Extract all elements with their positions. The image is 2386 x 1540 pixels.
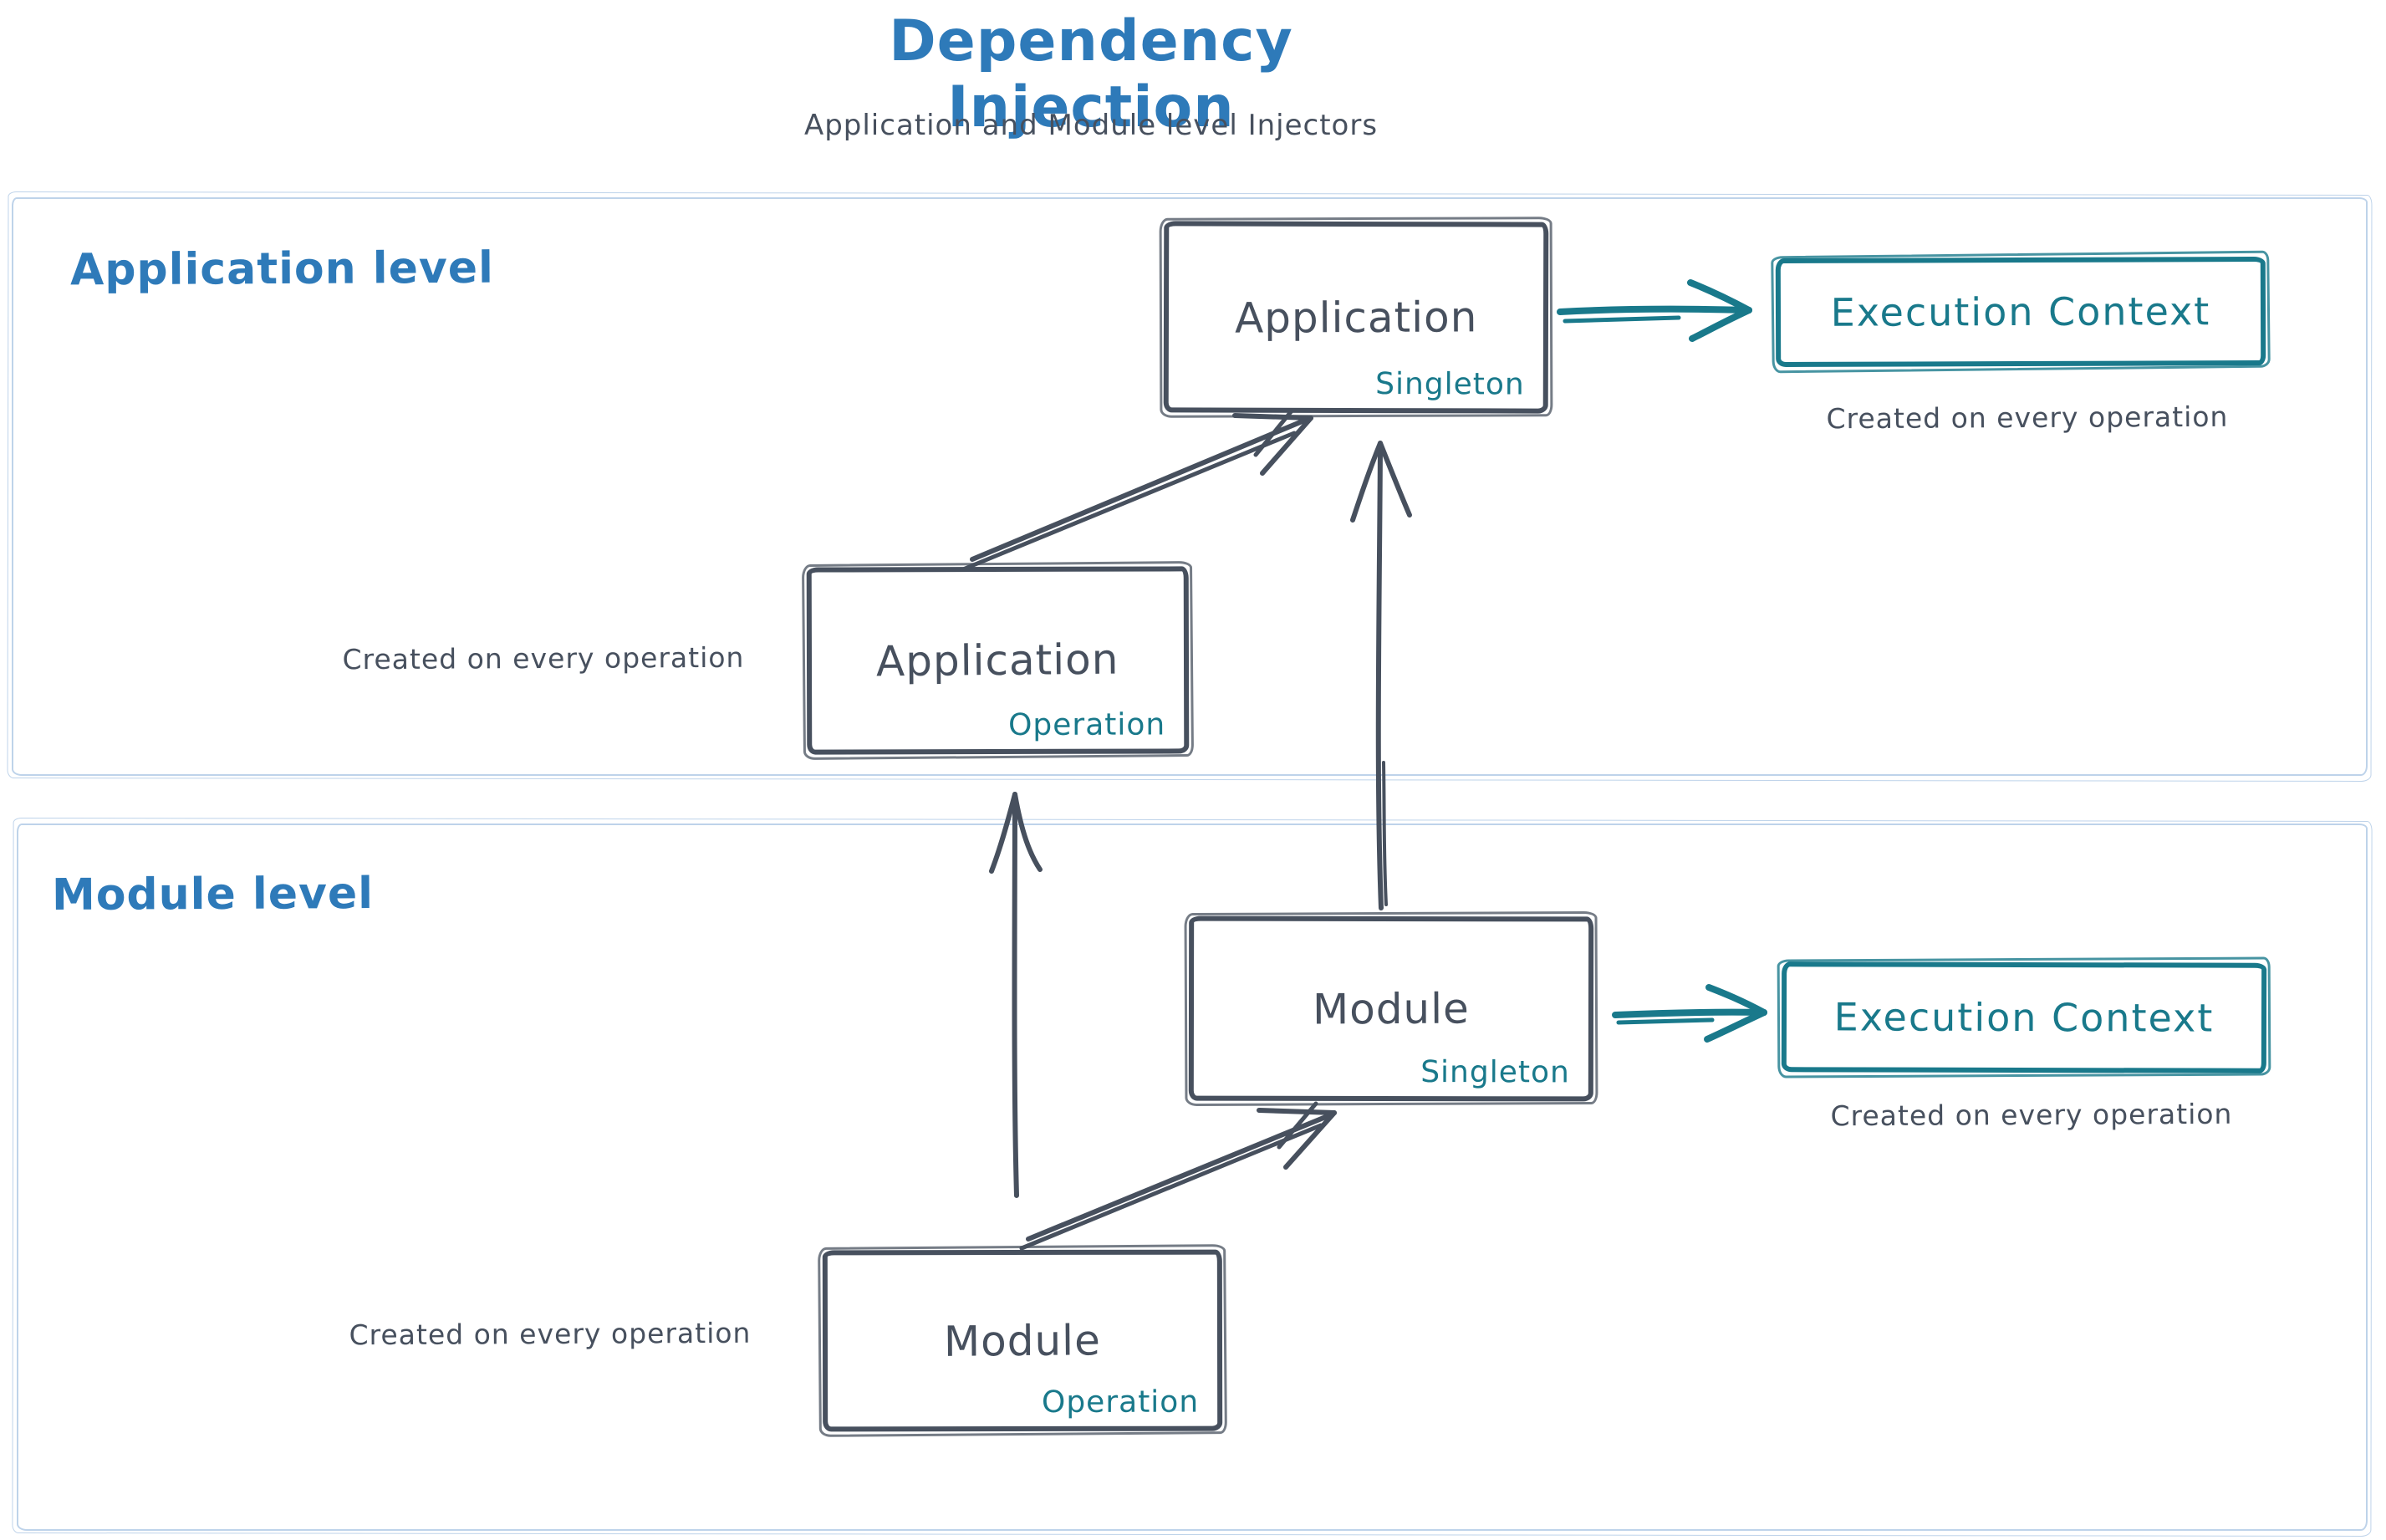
module-operation-note: Created on every operation: [349, 1316, 752, 1352]
application-level-label: Application level: [69, 242, 495, 296]
diagram-subtitle: Application and Module level Injectors: [803, 109, 1379, 142]
app-singleton-box: Application Singleton: [1163, 221, 1549, 414]
module-level-label: Module level: [51, 868, 375, 921]
app-execution-context-box: Execution Context: [1775, 256, 2266, 368]
module-operation-box: Module Operation: [822, 1249, 1223, 1432]
app-singleton-box-scope: Singleton: [1375, 367, 1525, 402]
app-execution-context-note: Created on every operation: [1826, 400, 2229, 436]
module-operation-box-scope: Operation: [1041, 1384, 1200, 1420]
app-operation-box: Application Operation: [806, 566, 1190, 755]
app-operation-note: Created on every operation: [342, 640, 745, 676]
module-operation-box-title: Module: [943, 1315, 1102, 1366]
module-level-container: [17, 824, 2368, 1531]
module-singleton-box-title: Module: [1312, 984, 1471, 1033]
module-execution-context-box: Execution Context: [1781, 961, 2267, 1073]
module-singleton-box-scope: Singleton: [1420, 1055, 1570, 1090]
app-execution-context-label: Execution Context: [1830, 288, 2211, 335]
app-operation-box-title: Application: [876, 635, 1119, 686]
module-execution-context-note: Created on every operation: [1830, 1097, 2233, 1133]
module-singleton-box: Module Singleton: [1188, 915, 1594, 1102]
application-level-container: [12, 197, 2368, 776]
app-operation-box-scope: Operation: [1007, 707, 1166, 742]
app-singleton-box-title: Application: [1234, 292, 1478, 343]
diagram-title: Dependency Injection: [889, 8, 1293, 140]
module-execution-context-label: Execution Context: [1833, 994, 2215, 1041]
